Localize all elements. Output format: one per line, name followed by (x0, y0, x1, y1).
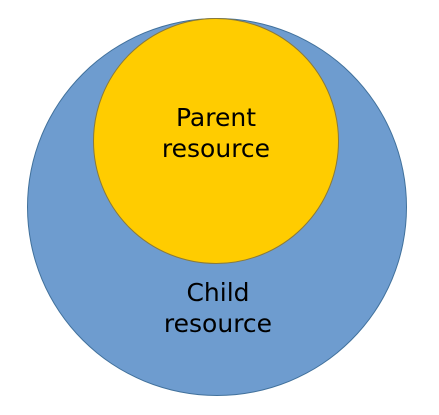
parent-resource-circle (93, 18, 339, 264)
child-label-line-1: Child (186, 278, 250, 307)
child-label-line-2: resource (163, 309, 273, 338)
parent-resource-label: Parent resource (93, 102, 339, 164)
parent-label-line-1: Parent (175, 103, 257, 132)
child-resource-label: Child resource (118, 277, 318, 339)
parent-label-line-2: resource (161, 134, 271, 163)
